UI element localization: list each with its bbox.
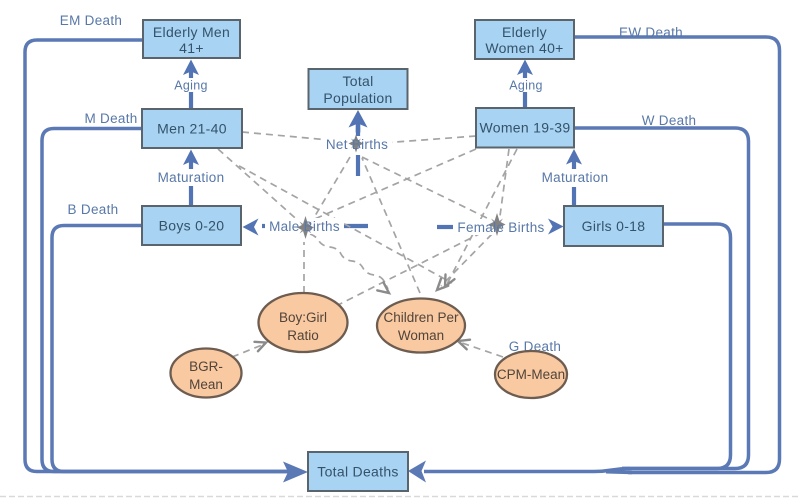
svg-text:Mean: Mean (189, 377, 223, 392)
svg-text:M Death: M Death (84, 111, 137, 126)
svg-text:Woman: Woman (398, 328, 444, 343)
svg-text:Aging: Aging (174, 79, 207, 93)
svg-text:W Death: W Death (642, 113, 697, 128)
svg-text:Population: Population (323, 90, 392, 106)
svg-text:Boys 0-20: Boys 0-20 (159, 218, 225, 234)
svg-text:Ratio: Ratio (287, 328, 319, 343)
svg-text:Girls 0-18: Girls 0-18 (582, 218, 646, 234)
svg-text:Men 21-40: Men 21-40 (157, 121, 227, 137)
svg-text:Women 19-39: Women 19-39 (480, 120, 571, 136)
svg-text:Net Births: Net Births (326, 137, 388, 152)
svg-text:Female Births: Female Births (457, 220, 544, 235)
svg-text:Elderly Men: Elderly Men (153, 24, 230, 40)
svg-text:B Death: B Death (68, 202, 119, 217)
svg-text:Elderly: Elderly (502, 24, 547, 40)
svg-text:Male Births: Male Births (269, 219, 340, 234)
svg-text:Total: Total (342, 73, 373, 89)
svg-text:EW Death: EW Death (619, 25, 683, 40)
svg-text:CPM-Mean: CPM-Mean (497, 367, 565, 382)
svg-text:G Death: G Death (509, 339, 561, 354)
svg-text:Aging: Aging (509, 79, 542, 93)
svg-text:BGR-: BGR- (189, 359, 223, 374)
svg-text:41+: 41+ (179, 40, 204, 56)
svg-text:Total Deaths: Total Deaths (317, 464, 398, 480)
svg-text:Maturation: Maturation (542, 170, 609, 185)
svg-text:Children Per: Children Per (383, 310, 459, 325)
svg-text:Boy:Girl: Boy:Girl (279, 310, 327, 325)
svg-text:EM Death: EM Death (60, 13, 122, 28)
svg-text:Women 40+: Women 40+ (485, 40, 563, 56)
svg-text:Maturation: Maturation (158, 170, 225, 185)
